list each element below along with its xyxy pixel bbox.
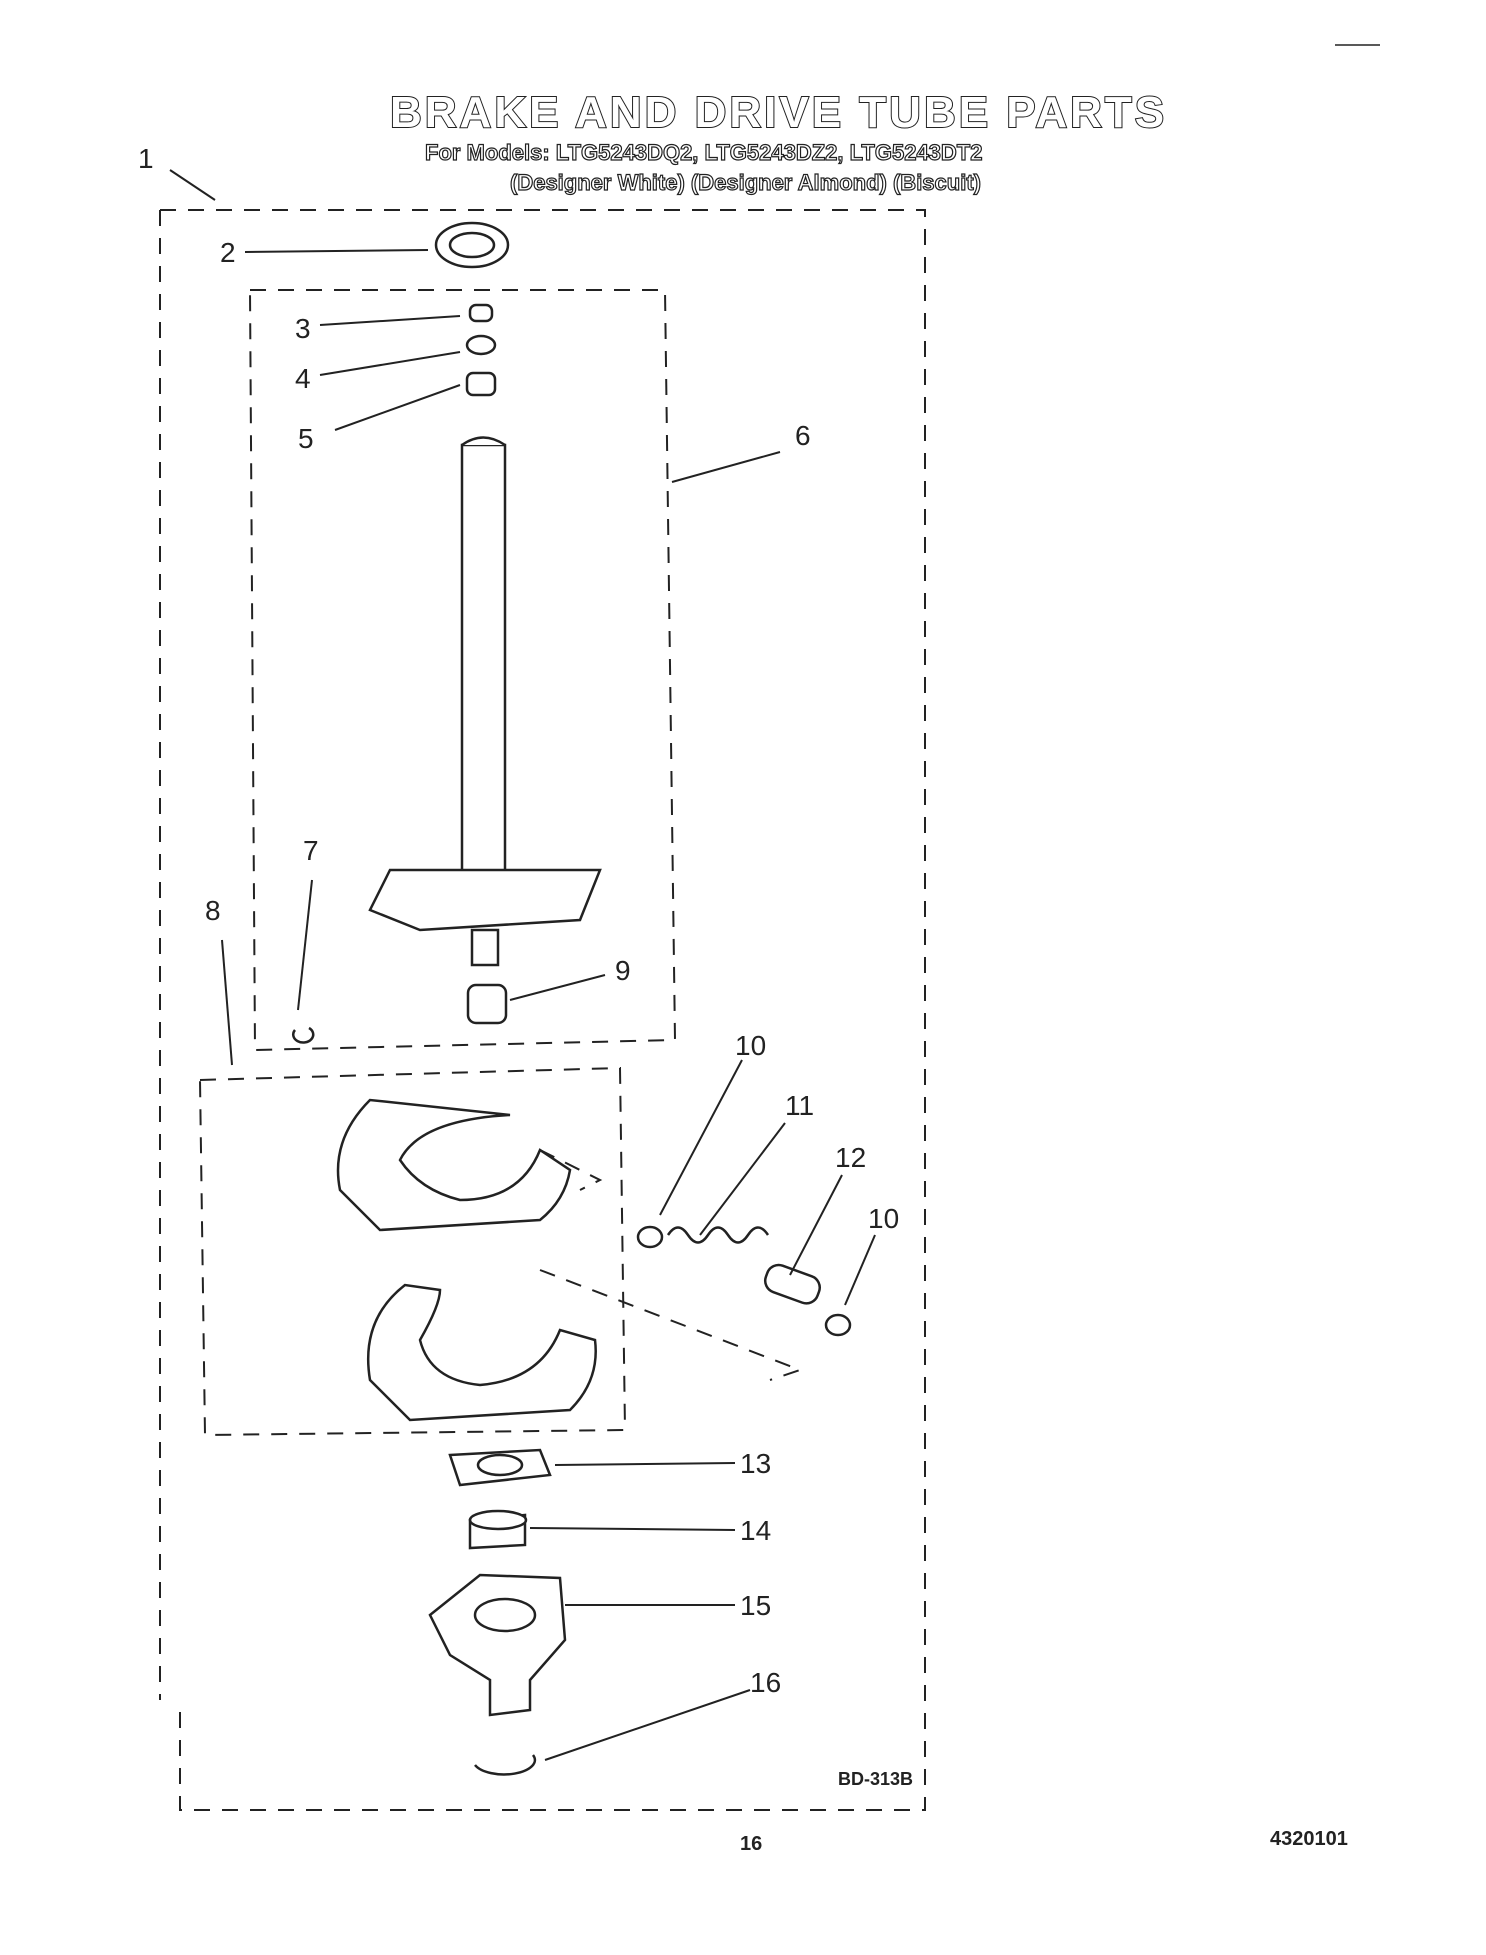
callout-16: 16 bbox=[750, 1667, 781, 1698]
callout-4: 4 bbox=[295, 363, 311, 394]
page-number: 16 bbox=[740, 1833, 762, 1855]
callout-12: 12 bbox=[835, 1142, 866, 1173]
callout-15: 15 bbox=[740, 1590, 771, 1621]
callout-9: 9 bbox=[615, 955, 631, 986]
part-15-housing bbox=[428, 1573, 567, 1717]
part-16-clip bbox=[474, 1754, 537, 1776]
part-4-ring bbox=[465, 334, 497, 356]
callout-10-second: 10 bbox=[868, 1203, 899, 1234]
callout-13: 13 bbox=[740, 1448, 771, 1479]
callout-6: 6 bbox=[795, 420, 811, 451]
callout-5: 5 bbox=[298, 423, 314, 454]
part-8-brake-shoe-bottom bbox=[366, 1283, 597, 1422]
doc-number: 4320101 bbox=[1270, 1828, 1348, 1850]
page-title: BRAKE AND DRIVE TUBE PARTS bbox=[389, 87, 1168, 138]
part-11-spring bbox=[666, 1226, 770, 1244]
colors-line: (Designer White) (Designer Almond) (Bisc… bbox=[509, 169, 981, 195]
part-10-cap bbox=[636, 1225, 664, 1249]
callout-14: 14 bbox=[740, 1515, 771, 1546]
callout-1: 1 bbox=[138, 143, 154, 174]
callout-2: 2 bbox=[220, 237, 236, 268]
models-line: For Models: LTG5243DQ2, LTG5243DZ2, LTG5… bbox=[424, 139, 983, 165]
part-8-brake-shoe-top bbox=[336, 1098, 572, 1232]
part-7-clip bbox=[292, 1026, 315, 1044]
callout-3: 3 bbox=[295, 313, 311, 344]
callout-7: 7 bbox=[303, 835, 319, 866]
part-10-cap-second bbox=[824, 1313, 852, 1337]
callout-10: 10 bbox=[735, 1030, 766, 1061]
assembly-1-outline bbox=[159, 209, 926, 1811]
part-5-bushing bbox=[465, 371, 497, 397]
part-9-bushing bbox=[466, 983, 508, 1025]
callout-11: 11 bbox=[785, 1090, 814, 1121]
callout-8: 8 bbox=[205, 895, 221, 926]
part-12-sleeve bbox=[763, 1263, 821, 1305]
part-6-drive-tube bbox=[460, 443, 507, 882]
diagram-code: BD-313B bbox=[838, 1769, 913, 1789]
part-3-ring bbox=[468, 303, 494, 323]
assembly-8-outline bbox=[198, 1066, 627, 1437]
